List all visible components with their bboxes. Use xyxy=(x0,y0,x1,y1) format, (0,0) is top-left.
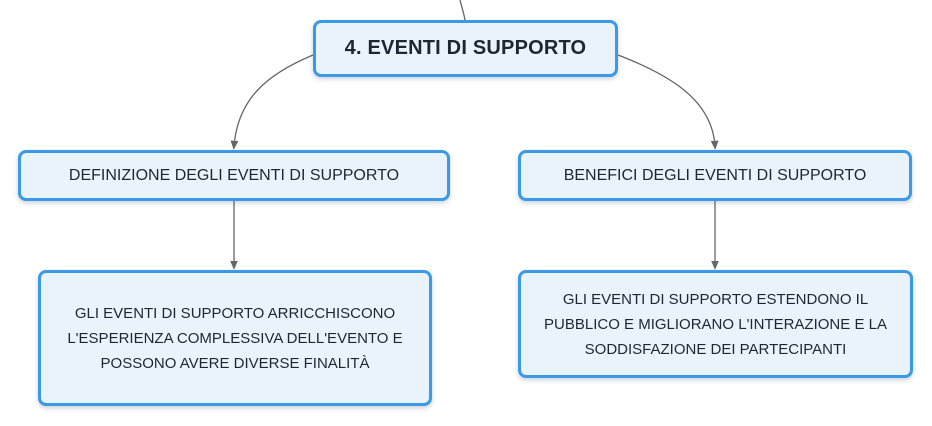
topic-label-definizione: DEFINIZIONE DEGLI EVENTI DI SUPPORTO xyxy=(68,166,400,184)
leaf-text-definizione: GLI EVENTI DI SUPPORTO ARRICCHISCONO L'E… xyxy=(67,304,403,372)
topic-node-benefici[interactable]: BENEFICI DEGLI EVENTI DI SUPPORTO xyxy=(518,150,912,201)
root-topic-node[interactable]: 4. EVENTI DI SUPPORTO xyxy=(313,20,618,77)
topic-node-definizione[interactable]: DEFINIZIONE DEGLI EVENTI DI SUPPORTO xyxy=(18,150,450,201)
connector-root-to-definizione xyxy=(230,54,314,150)
topic-label-benefici: BENEFICI DEGLI EVENTI DI SUPPORTO xyxy=(563,166,867,184)
connector-root-to-benefici xyxy=(617,54,719,150)
leaf-node-definizione[interactable]: GLI EVENTI DI SUPPORTO ARRICCHISCONO L'E… xyxy=(38,270,432,406)
connector-parent-to-root xyxy=(459,0,466,21)
root-topic-label: 4. EVENTI DI SUPPORTO xyxy=(344,37,587,59)
leaf-text-benefici: GLI EVENTI DI SUPPORTO ESTENDONO IL PUBB… xyxy=(544,290,887,358)
leaf-node-benefici[interactable]: GLI EVENTI DI SUPPORTO ESTENDONO IL PUBB… xyxy=(518,270,913,378)
